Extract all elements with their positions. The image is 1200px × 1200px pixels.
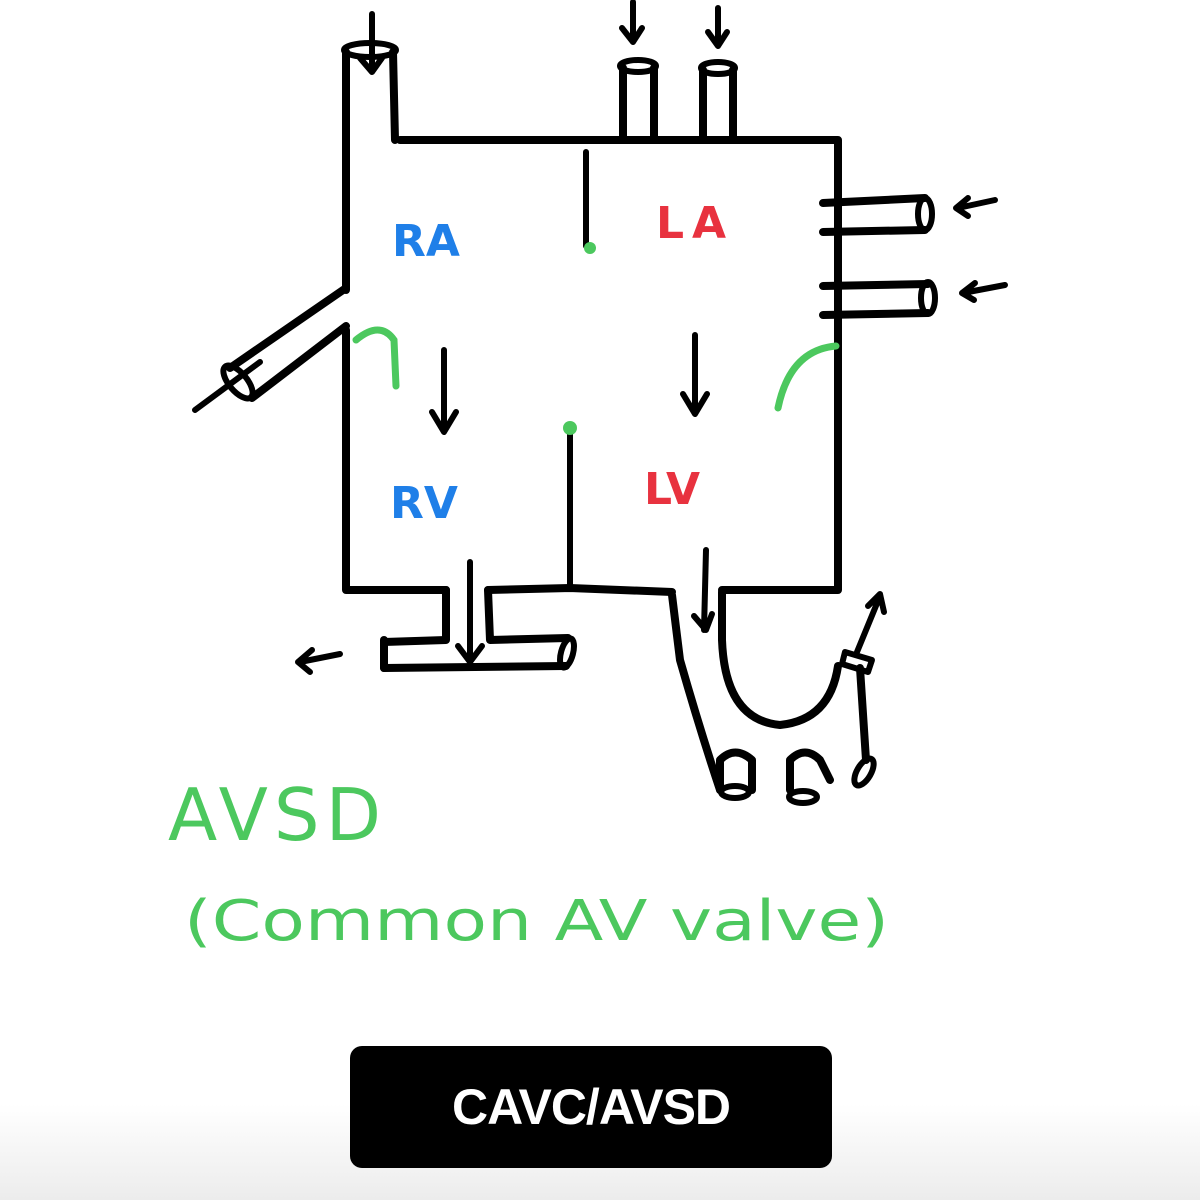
aorta <box>668 547 887 806</box>
inferior-vena-cava <box>192 284 350 413</box>
label-rv: RV <box>390 478 458 529</box>
label-ra: RA <box>392 216 460 267</box>
label-la: LA <box>656 198 734 249</box>
label-lv: LV <box>644 464 700 515</box>
superior-vena-cava <box>341 11 399 144</box>
annotation-title: AVSD <box>168 773 387 857</box>
flow-arrow-ra-rv <box>429 347 459 435</box>
atrial-septum <box>583 149 596 254</box>
condition-title-button[interactable]: CAVC/AVSD <box>350 1046 832 1168</box>
valve-leaflet-left <box>774 342 840 412</box>
pulmonary-artery <box>295 559 577 675</box>
annotation-subtitle: (Common AV valve) <box>184 889 889 954</box>
pulmonary-veins-top <box>617 0 738 144</box>
ventricular-septum <box>563 421 577 591</box>
pulmonary-veins-right <box>819 194 1008 319</box>
valve-leaflet-right <box>352 326 400 390</box>
flow-arrow-la-lv <box>680 332 710 417</box>
